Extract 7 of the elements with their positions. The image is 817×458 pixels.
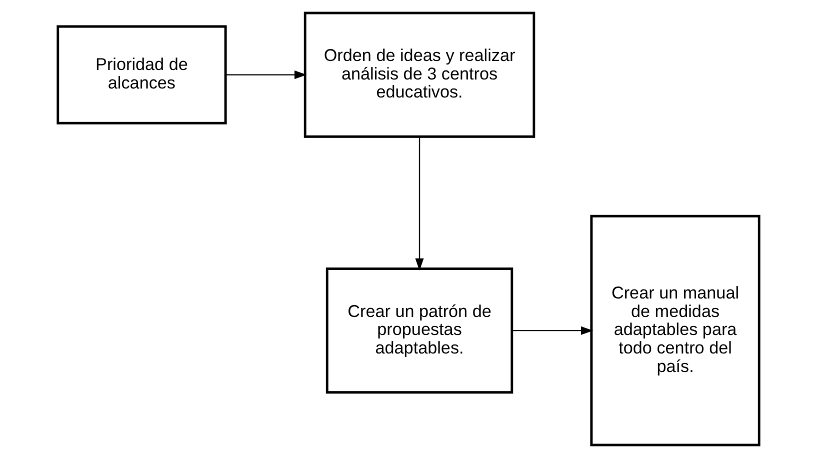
- node-box: Crear un manual de medidas adaptables para todo centro del país.: [590, 214, 760, 446]
- node-box: Crear un patrón de propuestas adaptables.: [326, 268, 514, 394]
- arrow: [226, 70, 307, 80]
- node-box: Prioridad de alcances: [56, 25, 227, 124]
- arrow: [512, 326, 594, 335]
- node-box: Orden de ideas y realizar análisis de 3 centros educativos.: [304, 12, 536, 138]
- arrow: [415, 136, 424, 271]
